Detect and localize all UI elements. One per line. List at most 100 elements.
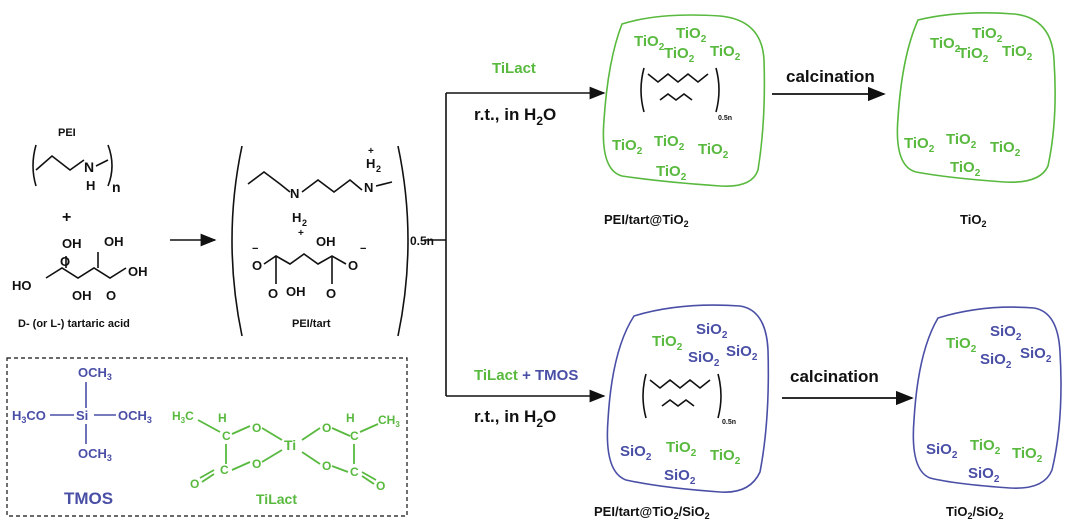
pei-hydrogen: H	[86, 178, 95, 193]
tilact-c-left-low: C	[220, 463, 229, 477]
tart-o-left: O	[60, 254, 70, 269]
top-product-label: PEI/tart@TiO2	[604, 212, 689, 229]
branch-bracket	[424, 86, 606, 403]
top-tio2-4: TiO2	[710, 43, 741, 63]
final-b-sio2-4: SiO2	[926, 441, 958, 461]
top-tio2-6: TiO2	[654, 133, 685, 153]
tilact-ch3: CH3	[378, 413, 400, 429]
pei-tart-plus-high: +	[368, 146, 374, 157]
pei-tart-o-right-minus: O	[348, 258, 358, 273]
final-b-sio2-5: SiO2	[968, 465, 1000, 485]
pei-tart-subscript: 0.5n	[410, 234, 434, 248]
bottom-final-particle	[912, 306, 1062, 489]
pei-tart-oh-top: OH	[316, 234, 336, 249]
tmos-och3-right: OCH3	[118, 408, 152, 425]
final-b-sio2-3: SiO2	[980, 351, 1012, 371]
tilact-c-right: C	[350, 429, 359, 443]
tmos-structure: OCH3 H3CO Si OCH3 OCH3	[12, 365, 152, 463]
top-step-label: calcination	[786, 67, 875, 86]
pei-tart-o-left-dbl: O	[268, 286, 278, 301]
tilact-label: TiLact	[256, 491, 297, 507]
tilact-o-left-bottom: O	[252, 457, 261, 471]
pei-nitrogen: N	[84, 159, 94, 175]
bottom-tio2-1: TiO2	[652, 333, 683, 353]
top-route: TiLact r.t., in H2O 0.5n TiO2 TiO2 TiO2 …	[474, 12, 1056, 229]
pei-tart-h-top-sub: 2	[376, 164, 381, 174]
tart-oh-right: OH	[128, 264, 148, 279]
bottom-product-label: PEI/tart@TiO2/SiO2	[594, 504, 710, 521]
pei-tart-o-right-dbl: O	[326, 286, 336, 301]
bottom-tio2-3: TiO2	[710, 447, 741, 467]
top-tio2-7: TiO2	[698, 141, 729, 161]
tmos-si: Si	[76, 408, 88, 423]
tilact-h3c: H3C	[172, 409, 194, 425]
pei-tart-n2: N	[364, 180, 373, 195]
bottom-sio2-3: SiO2	[688, 349, 720, 369]
tmos-och3-bottom: OCH3	[78, 446, 112, 463]
tart-ho-left: HO	[12, 278, 32, 293]
pei-tart-h-top: H	[366, 156, 375, 171]
tilact-o-left-top: O	[252, 421, 261, 435]
tilact-o-right-dbl: O	[376, 479, 385, 493]
final-tio2-6: TiO2	[946, 131, 977, 151]
final-tio2-4: TiO2	[1002, 43, 1033, 63]
tilact-c-right-low: C	[350, 465, 359, 479]
bottom-route: TiLact + TMOS r.t., in H2O 0.5n TiO2 SiO…	[474, 304, 1062, 521]
top-reagent: TiLact	[492, 60, 536, 77]
bottom-sio2-4: SiO2	[620, 443, 652, 463]
final-tio2-3: TiO2	[958, 45, 989, 65]
pei-tart-caption: PEI/tart	[292, 318, 331, 330]
tartaric-caption: D- (or L-) tartaric acid	[18, 318, 130, 330]
pei-tart-structure: N H 2 + + H 2 N OH − O O OH O − O 0.5n P…	[231, 145, 434, 337]
tilact-h-left: H	[218, 411, 227, 425]
tilact-o-left-dbl: O	[190, 477, 199, 491]
pei-tart-h1: H	[292, 210, 301, 225]
top-tio2-1: TiO2	[634, 33, 665, 53]
bottom-reagent: TiLact + TMOS	[474, 367, 578, 384]
bottom-step-label: calcination	[790, 367, 879, 386]
top-tio2-5: TiO2	[612, 137, 643, 157]
tilact-o-right-top: O	[322, 421, 331, 435]
final-tio2-1: TiO2	[930, 35, 961, 55]
tilact-o-right-bottom: O	[322, 459, 331, 473]
top-particle-subscript: 0.5n	[718, 115, 732, 122]
bottom-sio2-1: SiO2	[696, 321, 728, 341]
pei-structure: PEI N H n +	[32, 127, 121, 226]
tmos-h3co: H3CO	[12, 408, 46, 425]
bottom-conditions: r.t., in H2O	[474, 407, 556, 430]
tart-oh-top-right: OH	[104, 234, 124, 249]
final-tio2-8: TiO2	[950, 159, 981, 179]
legend-box: OCH3 H3CO Si OCH3 OCH3 TMOS H3C H C O C …	[6, 357, 408, 517]
bottom-composite-particle	[606, 304, 770, 493]
bottom-particle-subscript: 0.5n	[722, 419, 736, 426]
top-final-label: TiO2	[960, 212, 986, 229]
tilact-structure: H3C H C O C O O Ti O H C CH3 O	[172, 409, 400, 493]
tilact-c-left: C	[222, 429, 231, 443]
bottom-sio2-2: SiO2	[726, 343, 758, 363]
bottom-sio2-5: SiO2	[664, 467, 696, 487]
bottom-tio2-2: TiO2	[666, 439, 697, 459]
pei-tart-minus-left: −	[252, 243, 258, 255]
tilact-ti: Ti	[284, 437, 296, 453]
final-b-tio2-2: TiO2	[970, 437, 1001, 457]
final-b-tio2-1: TiO2	[946, 335, 977, 355]
top-composite-particle	[602, 14, 766, 187]
pei-tart-h2-sub: 2	[302, 218, 307, 228]
final-b-tio2-3: TiO2	[1012, 445, 1043, 465]
top-conditions: r.t., in H2O	[474, 105, 556, 128]
plus-sign: +	[62, 209, 71, 226]
pei-tart-o-left-minus: O	[252, 258, 262, 273]
tmos-och3-top: OCH3	[78, 365, 112, 382]
tart-oh-bottom: OH	[72, 288, 92, 303]
final-b-sio2-2: SiO2	[1020, 345, 1052, 365]
final-tio2-7: TiO2	[990, 139, 1021, 159]
final-tio2-2: TiO2	[972, 25, 1003, 45]
pei-tart-plus-low: +	[298, 228, 304, 239]
pei-label: PEI	[58, 127, 76, 139]
bottom-final-label: TiO2/SiO2	[946, 504, 1003, 521]
final-b-sio2-1: SiO2	[990, 323, 1022, 343]
top-tio2-3: TiO2	[664, 45, 695, 65]
pei-tart-n1: N	[290, 186, 299, 201]
final-tio2-5: TiO2	[904, 135, 935, 155]
